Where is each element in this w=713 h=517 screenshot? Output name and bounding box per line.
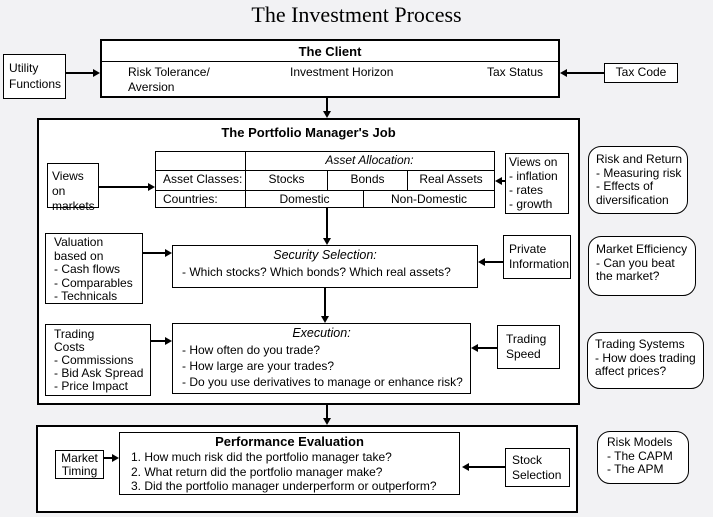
stocks-cell: Stocks (268, 172, 305, 186)
stock-selection-box: Stock Selection (505, 448, 570, 487)
security-selection-box: Security Selection: - Which stocks? Whic… (172, 245, 478, 288)
bonds-cell: Bonds (350, 172, 385, 186)
asset-allocation-heading: Asset Allocation: (325, 153, 414, 167)
asset-classes-label: Asset Classes: (163, 172, 243, 186)
trading-costs-box: Trading Costs - Commissions - Bid Ask Sp… (45, 324, 151, 396)
risk-tolerance-label: Risk Tolerance/ Aversion (128, 65, 210, 94)
views-on-markets-box: Views on markets (47, 163, 99, 213)
non-domestic-cell: Non-Domestic (390, 192, 468, 206)
performance-questions: 1. How much risk did the portfolio manag… (131, 450, 437, 493)
tax-code-box: Tax Code (604, 63, 678, 83)
countries-label: Countries: (163, 192, 218, 206)
table-line (363, 190, 364, 207)
security-selection-heading: Security Selection: (273, 248, 377, 262)
portfolio-manager-heading: The Portfolio Manager's Job (221, 125, 396, 140)
table-line (327, 170, 328, 190)
annotation-trading-systems: Trading Systems - How does trading affec… (587, 332, 704, 389)
trading-speed-box: Trading Speed (497, 325, 560, 369)
table-line (245, 152, 246, 207)
client-divider (102, 61, 558, 62)
performance-box: Performance Evaluation 1. How much risk … (119, 432, 460, 495)
table-line (407, 170, 408, 190)
table-line (156, 170, 494, 171)
annotation-risk-models: Risk Models - The CAPM - The APM (597, 431, 689, 484)
client-heading: The Client (298, 44, 362, 59)
domestic-cell: Domestic (279, 192, 330, 206)
tax-status-label: Tax Status (487, 65, 544, 79)
asset-allocation-table: Asset Allocation: Asset Classes: Stocks … (155, 151, 495, 208)
diagram-title: The Investment Process (251, 2, 462, 27)
table-line (156, 190, 494, 191)
security-selection-question: - Which stocks? Which bonds? Which real … (182, 265, 451, 279)
utility-functions-box: Utility Functions (3, 54, 66, 99)
annotation-market-efficiency: Market Efficiency - Can you beat the mar… (588, 236, 696, 296)
private-information-box: Private Information (503, 235, 571, 279)
real-assets-cell: Real Assets (419, 172, 483, 186)
execution-heading: Execution: (292, 326, 351, 340)
views-on-macro-box: Views on - inflation - rates - growth (505, 153, 569, 214)
client-box: The Client Risk Tolerance/ Aversion Inve… (100, 39, 560, 98)
market-timing-box: Market Timing (55, 450, 104, 479)
annotation-risk-return: Risk and Return - Measuring risk - Effec… (588, 146, 688, 214)
investment-horizon-label: Investment Horizon (290, 65, 394, 79)
valuation-box: Valuation based on - Cash flows - Compar… (45, 233, 143, 304)
execution-questions: - How often do you trade? - How large ar… (182, 343, 463, 389)
performance-heading: Performance Evaluation (215, 434, 364, 449)
execution-box: Execution: - How often do you trade? - H… (172, 323, 471, 394)
